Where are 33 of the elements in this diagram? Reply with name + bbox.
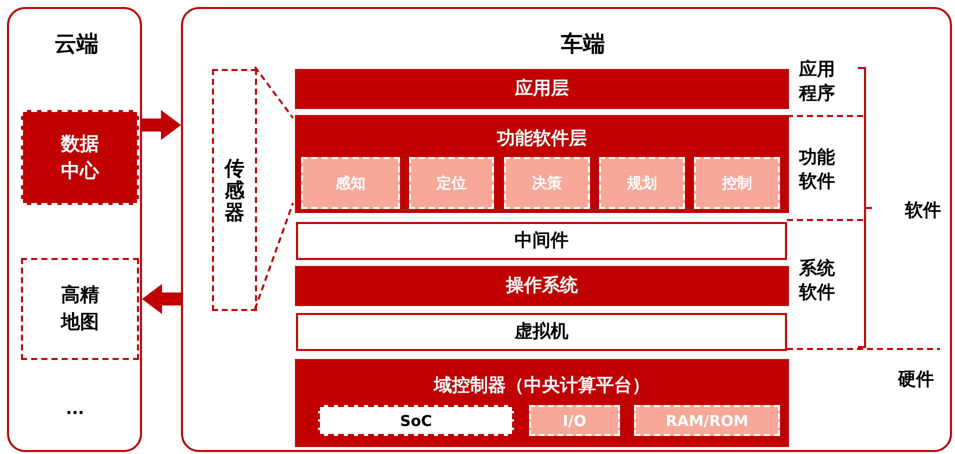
layer-category-label: 应用程序	[798, 58, 836, 106]
layer-bar	[295, 115, 789, 213]
data-center-box: 数据中心	[21, 110, 139, 205]
vehicle-panel	[181, 7, 952, 452]
sensor-box: 传感器	[212, 69, 257, 311]
layer-bar: 中间件	[296, 222, 787, 260]
layer-category-label: 功能软件	[798, 146, 836, 194]
dashed-line	[254, 66, 294, 119]
dashed-line	[254, 202, 294, 310]
heading: 车端	[560, 31, 606, 59]
hardware-bar	[295, 359, 789, 447]
layer-category-label: 系统软件	[798, 257, 836, 306]
layer-bar: 操作系统	[295, 266, 789, 306]
heading: 域控制器（中央计算平台）	[432, 374, 651, 397]
heading: 功能软件层	[496, 127, 588, 150]
module-box: 定位	[409, 157, 494, 209]
layer-bar: 虚拟机	[296, 313, 787, 351]
group-label: 软件	[904, 199, 942, 223]
block-arrow	[142, 110, 181, 140]
layer-bar: 应用层	[295, 69, 789, 109]
module-box: 规划	[599, 157, 685, 209]
module-box: 感知	[301, 157, 400, 209]
cloud-panel	[7, 7, 142, 452]
map-box: 高精地图	[21, 258, 139, 360]
module-box: 控制	[694, 157, 780, 209]
module-box: SoC	[318, 405, 514, 436]
module-box: I/O	[529, 405, 620, 436]
block-arrow	[142, 284, 181, 314]
ellipsis-label: ...	[64, 398, 86, 420]
module-box: RAM/ROM	[634, 405, 780, 436]
module-box: 决策	[504, 157, 590, 209]
group-label: 硬件	[896, 368, 935, 392]
heading: 云端	[54, 31, 100, 59]
